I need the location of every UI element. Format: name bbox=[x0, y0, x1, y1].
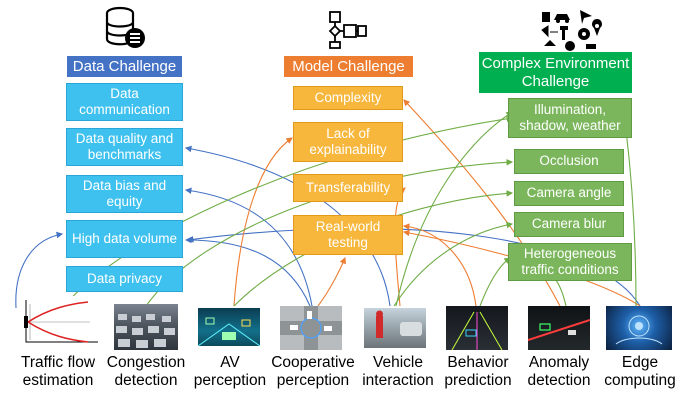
vehicle-interaction-image bbox=[364, 308, 426, 348]
congestion-image bbox=[114, 304, 178, 350]
arrow-traffic-to-volume bbox=[15, 231, 64, 309]
arrow-vehicle-to-quality bbox=[184, 145, 391, 307]
data-bias-box: Data bias and equity bbox=[66, 175, 183, 213]
arrow-vehicle-to-illumination bbox=[395, 111, 513, 307]
camera-angle-box: Camera angle bbox=[514, 181, 624, 206]
data-privacy-box: Data privacy bbox=[66, 266, 183, 292]
arrow-coop-to-bias bbox=[184, 187, 313, 307]
label-av-perception: AV perception bbox=[193, 354, 267, 389]
behavior-prediction-image bbox=[446, 306, 508, 350]
data-communication-box: Data communication bbox=[66, 83, 183, 121]
complexity-box: Complexity bbox=[293, 86, 403, 110]
data-quality-box: Data quality and benchmarks bbox=[66, 128, 183, 166]
occlusion-box: Occlusion bbox=[514, 149, 624, 174]
env-challenge-header: Complex Environment Challenge bbox=[478, 51, 633, 94]
av-perception-image bbox=[198, 308, 260, 346]
data-challenge-header: Data Challenge bbox=[66, 55, 183, 78]
label-behavior: Behavior prediction bbox=[444, 354, 512, 389]
label-edge: Edge computing bbox=[604, 354, 676, 389]
database-icon bbox=[104, 6, 146, 50]
environment-icons bbox=[540, 8, 604, 52]
real-world-testing-box: Real-world testing bbox=[293, 215, 403, 255]
arrow-behavior-to-testing bbox=[402, 223, 477, 307]
anomaly-detection-image bbox=[528, 306, 590, 350]
transferability-box: Transferability bbox=[293, 174, 403, 202]
explainability-box: Lack of explainability bbox=[293, 122, 403, 162]
label-traffic-flow: Traffic flow estimation bbox=[20, 354, 96, 389]
label-vehicle-interaction: Vehicle interaction bbox=[362, 354, 434, 389]
label-anomaly: Anomaly detection bbox=[527, 354, 591, 389]
data-volume-box: High data volume bbox=[66, 220, 183, 258]
traffic-flow-plot-image bbox=[20, 296, 100, 348]
camera-blur-box: Camera blur bbox=[514, 212, 624, 237]
model-challenge-header: Model Challenge bbox=[283, 55, 414, 78]
arrow-vehicle-to-blur bbox=[393, 221, 514, 307]
illumination-box: Illumination, shadow, weather bbox=[508, 98, 632, 138]
arrow-behavior-to-hetero bbox=[479, 257, 511, 307]
cooperative-perception-image bbox=[280, 306, 342, 350]
arrow-coop-to-volume bbox=[184, 236, 311, 307]
edge-computing-image bbox=[606, 306, 672, 350]
arrow-coop-to-testing bbox=[317, 256, 346, 307]
arrow-av-to-explainability bbox=[233, 137, 293, 307]
label-congestion: Congestion detection bbox=[106, 354, 186, 389]
arrow-edge-to-illumination bbox=[623, 128, 637, 307]
flowchart-icon bbox=[328, 10, 368, 50]
label-cooperative: Cooperative perception bbox=[271, 354, 355, 389]
heterogeneous-traffic-box: Heterogeneous traffic conditions bbox=[508, 243, 632, 281]
